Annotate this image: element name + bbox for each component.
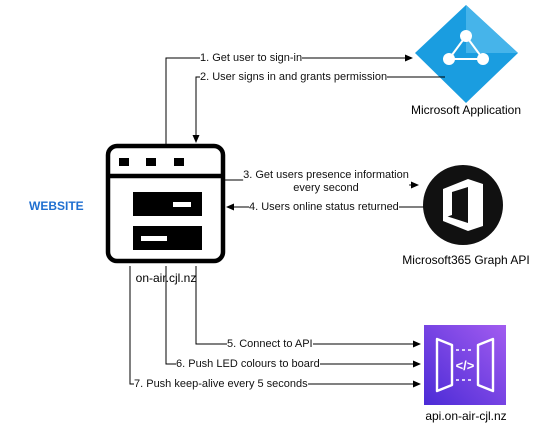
- step-7-arrow: [129, 266, 421, 388]
- microsoft-application-icon: [415, 5, 518, 103]
- step-4-label: 4. Users online status returned: [249, 201, 399, 214]
- api-gateway-icon: </>: [424, 325, 506, 405]
- step-3-label: 3. Get users presence information every …: [243, 169, 409, 195]
- svg-text:</>: </>: [456, 358, 475, 373]
- step-6-label: 6. Push LED colours to board: [176, 358, 320, 371]
- website-caption: on-air.cjl.nz: [135, 271, 197, 285]
- ms-app-caption: Microsoft Application: [410, 103, 522, 117]
- website-tag: WEBSITE: [29, 199, 84, 213]
- step-2-arrow: [192, 76, 445, 143]
- api-caption: api.on-air-cjl.nz: [425, 409, 507, 423]
- website-window-icon: [105, 143, 226, 264]
- step-5-arrow: [195, 266, 421, 348]
- graph-api-caption: Microsoft365 Graph API: [402, 253, 530, 267]
- step-2-label: 2. User signs in and grants permission: [200, 71, 388, 84]
- step-1-label: 1. Get user to sign-in: [200, 52, 303, 65]
- office-365-icon: [423, 165, 503, 245]
- step-1-arrow: [165, 54, 413, 146]
- step-7-label: 7. Push keep-alive every 5 seconds: [134, 378, 308, 391]
- step-5-label: 5. Connect to API: [227, 338, 313, 351]
- step-6-arrow: [165, 266, 421, 368]
